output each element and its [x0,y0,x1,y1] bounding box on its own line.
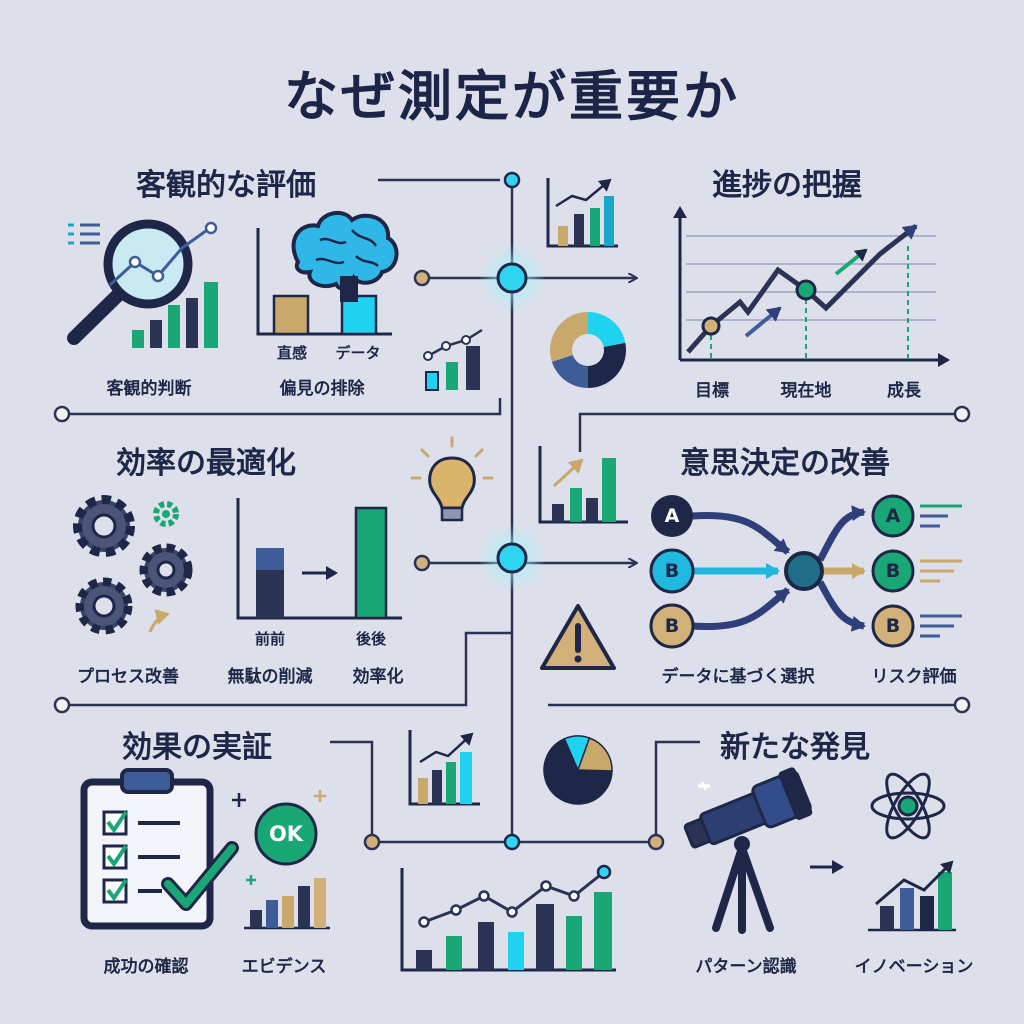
node-label-b-left-2: B [664,615,680,637]
ok-badge [254,802,318,866]
node-b-right-2 [871,604,915,648]
decision-rising-chart-icon [538,446,628,524]
telescope-icon [683,767,813,934]
magnifier-icon [67,219,218,345]
section-title-objective: 客観的な評価 [136,168,316,203]
label-data-based-choice: データに基づく選択 [661,667,815,687]
node-label-b-right-1: B [885,560,901,582]
node-a-right [871,494,915,538]
brain-icon [291,210,399,302]
label-success-confirmation: 成功の確認 [103,957,189,977]
label-process-improvement: プロセス改善 [77,667,179,687]
bar-label-data: データ [335,344,381,362]
section-title-efficiency: 効率の最適化 [116,446,296,481]
label-evidence: エビデンス [241,957,327,977]
evidence-mini-bars [244,878,330,930]
donut-chart-icon [550,312,626,388]
label-bias-removal: 偏見の排除 [279,379,365,399]
decision-flow-diagram [649,494,962,649]
list-lines-icon [68,223,100,245]
intuition-vs-data-chart [256,228,392,336]
pie-chart-icon [543,735,613,805]
warning-icon [540,604,616,670]
section-title-proof: 効果の実証 [122,730,272,765]
node-b-right-1 [871,549,915,593]
section-title-progress: 進捗の把握 [712,168,862,203]
donut-hole [572,334,604,366]
node-a-left [651,495,693,537]
node-label-b-right-2: B [885,615,901,637]
growth-bar-line-chart [400,864,616,972]
label-objective-judgment: 客観的判断 [106,379,192,399]
node-label-a-left: A [664,505,680,527]
node-label-b-left-1: B [664,560,680,582]
label-risk-assessment: リスク評価 [871,667,957,687]
label-goal: 目標 [695,381,729,401]
ok-badge-text: OK [268,822,304,846]
label-pattern-recognition: パターン認識 [695,957,797,977]
label-efficiency: 効率化 [352,667,404,687]
checklist-clipboard-icon [80,768,239,930]
section-title-decision: 意思決定の改善 [680,446,890,481]
label-current-position: 現在地 [780,381,832,401]
page-title: なぜ測定が重要か [284,65,740,128]
label-innovation: イノベーション [854,957,974,977]
bar-label-before: 前前 [254,630,286,648]
objective-mini-bars [132,282,218,348]
label-waste-reduction: 無駄の削減 [227,667,313,687]
connector-dots [53,405,971,714]
progress-chart [673,206,950,367]
bar-label-intuition: 直感 [276,344,308,362]
lightbulb-icon [410,436,494,522]
gears-icon [73,495,193,635]
atom-icon [870,772,946,840]
before-after-chart [236,498,402,620]
sparkle-icon [232,790,326,885]
bar-label-after: 後後 [355,630,387,648]
hub-nodes [478,171,546,851]
pie-slice [576,737,613,772]
top-bar-chart-icon [546,178,618,248]
label-growth: 成長 [887,381,921,401]
proof-rising-chart-icon [408,730,480,806]
node-label-a-right: A [885,505,901,527]
small-rising-chart-icon [423,328,483,391]
node-b-left-2 [649,603,695,649]
section-title-discovery: 新たな発見 [720,730,870,765]
innovation-mini-bars [868,860,956,932]
connector-gold-dots [363,269,665,851]
node-b-left-1 [649,548,695,594]
